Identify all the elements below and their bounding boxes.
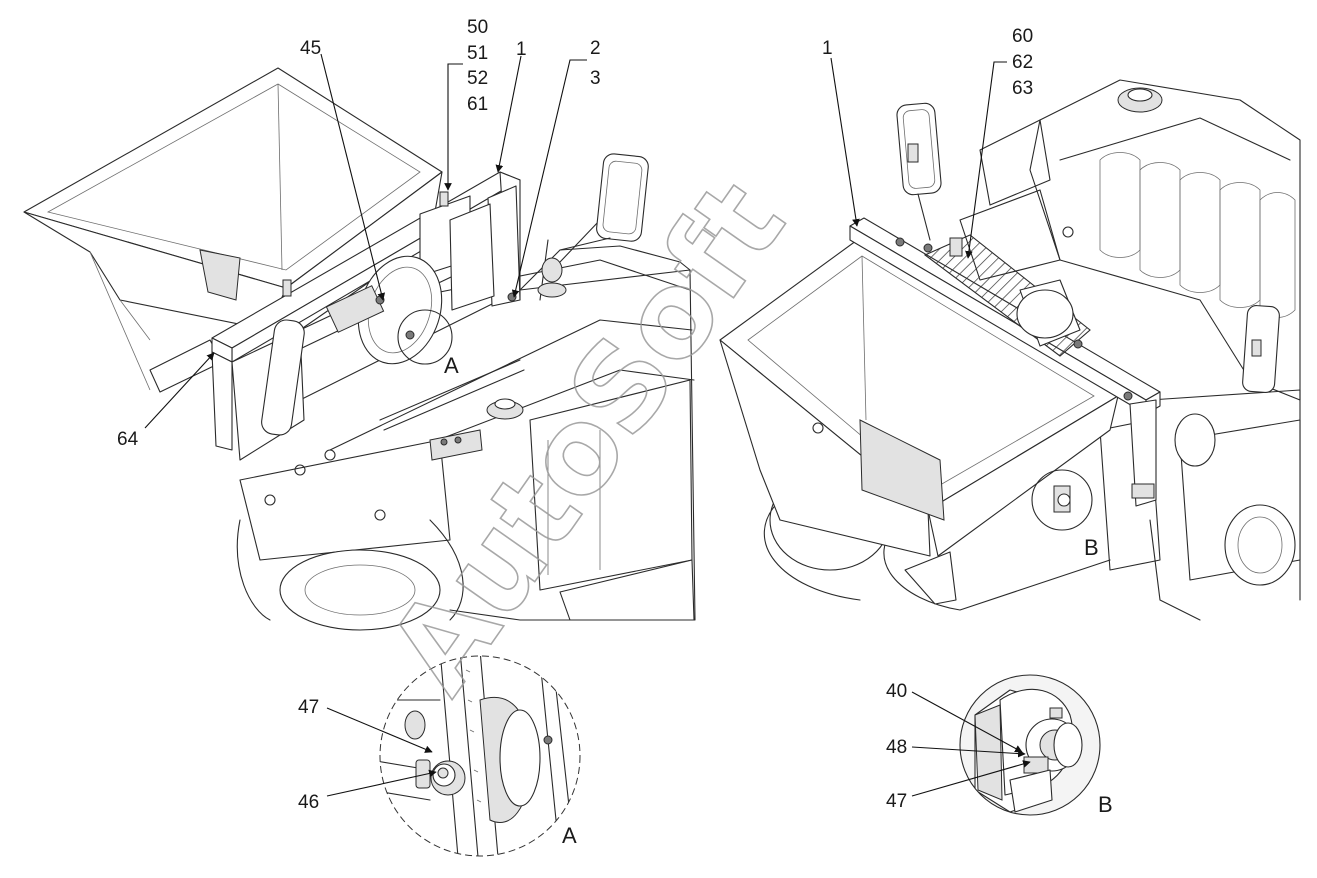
callout-51: 51 <box>467 43 488 64</box>
callout-47-b: 47 <box>886 791 907 812</box>
callout-50: 50 <box>467 17 488 38</box>
detail-ref-a: A <box>444 353 459 378</box>
detail-a <box>379 655 581 857</box>
leader-lines <box>144 53 1031 797</box>
mirror-left <box>559 153 649 251</box>
detail-a-marker <box>397 309 453 365</box>
callout-62: 62 <box>1012 52 1033 73</box>
callout-64: 64 <box>117 429 139 450</box>
detail-b-marker <box>1031 469 1093 531</box>
callout-labels: 50 51 52 61 45 1 2 3 64 A 1 60 62 63 B 4… <box>117 17 1113 848</box>
callout-1-left: 1 <box>516 39 527 60</box>
detail-b-title: B <box>1098 792 1113 817</box>
callout-2: 2 <box>590 38 601 59</box>
callout-3: 3 <box>590 68 601 89</box>
callout-40: 40 <box>886 681 907 702</box>
detail-a-title: A <box>562 823 577 848</box>
callout-63: 63 <box>1012 78 1033 99</box>
left-view <box>23 67 696 631</box>
callout-48: 48 <box>886 737 907 758</box>
callout-60: 60 <box>1012 26 1033 47</box>
callout-61: 61 <box>467 94 488 115</box>
detail-ref-b: B <box>1084 535 1099 560</box>
right-view <box>719 79 1301 621</box>
callout-45: 45 <box>300 38 321 59</box>
callout-46: 46 <box>298 792 319 813</box>
support-frame-right <box>849 217 1161 507</box>
callout-1-right: 1 <box>822 38 833 59</box>
hopper-right <box>719 237 1119 605</box>
mirror-right <box>896 102 1280 393</box>
detail-b <box>959 674 1101 816</box>
machine-body-left <box>236 219 696 631</box>
callout-52: 52 <box>467 68 488 89</box>
callout-47-a: 47 <box>298 697 319 718</box>
